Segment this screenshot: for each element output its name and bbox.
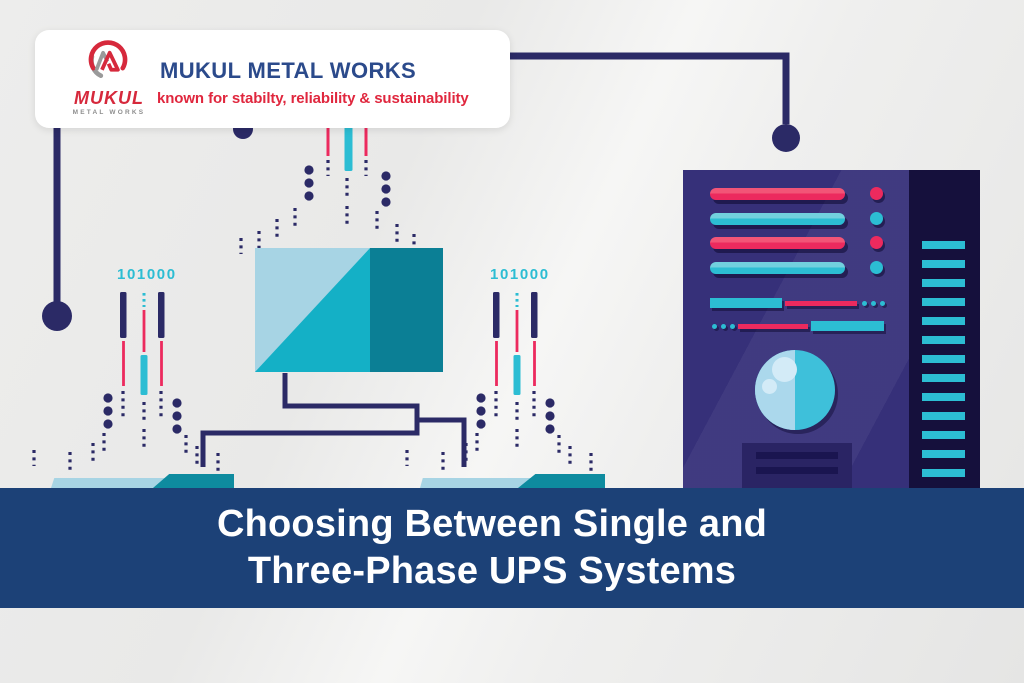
title-banner: Choosing Between Single and Three-Phase … xyxy=(0,488,1024,608)
platform-front-face xyxy=(518,474,605,488)
status-bar xyxy=(710,262,845,274)
binary-label-right: 101000 xyxy=(490,266,550,283)
indicator-dot xyxy=(712,324,717,329)
page-title-line1: Choosing Between Single and xyxy=(216,503,768,545)
status-led xyxy=(870,261,883,274)
circuit-nodes xyxy=(42,119,800,331)
globe-highlight xyxy=(772,357,797,382)
indicator-bar xyxy=(710,298,782,308)
server-tower-illustration xyxy=(683,170,980,488)
indicator-dot xyxy=(871,301,876,306)
page-title-line2: Three-Phase UPS Systems xyxy=(247,550,737,592)
indicator-bar xyxy=(811,321,884,331)
binary-label-left: 101000 xyxy=(117,266,177,283)
mukul-logo-icon xyxy=(88,40,128,79)
status-led xyxy=(870,236,883,249)
indicator-bar xyxy=(785,301,857,306)
indicator-dot xyxy=(862,301,867,306)
globe-icon xyxy=(755,350,835,430)
cube-dark-face xyxy=(370,248,443,372)
tower-vent-slats xyxy=(922,241,965,482)
status-bar xyxy=(710,188,845,200)
indicator-dot xyxy=(721,324,726,329)
platform-right xyxy=(420,474,605,488)
platform-front-face xyxy=(153,474,234,488)
brand-logo-card: MUKUL METAL WORKS MUKUL METAL WORKS know… xyxy=(35,30,510,128)
tower-lower-vent xyxy=(742,443,852,488)
brand-wordmark-sub: METAL WORKS xyxy=(72,109,146,116)
platform-top-face xyxy=(420,478,532,488)
indicator-bar xyxy=(738,324,808,329)
indicator-dot xyxy=(730,324,735,329)
globe-highlight xyxy=(762,379,777,394)
platform-top-face xyxy=(51,478,182,488)
data-stream-center xyxy=(239,126,416,254)
status-led xyxy=(870,212,883,225)
indicator-dot xyxy=(880,301,885,306)
company-tagline: known for stabilty, reliability & sustai… xyxy=(157,90,469,107)
circuit-traces xyxy=(53,52,790,467)
status-bar xyxy=(710,213,845,225)
status-bar xyxy=(710,237,845,249)
status-led xyxy=(870,187,883,200)
ups-cube-illustration xyxy=(255,248,443,372)
brand-wordmark: MUKUL xyxy=(74,88,144,108)
company-name: MUKUL METAL WORKS xyxy=(160,58,417,83)
platform-left xyxy=(51,474,234,488)
